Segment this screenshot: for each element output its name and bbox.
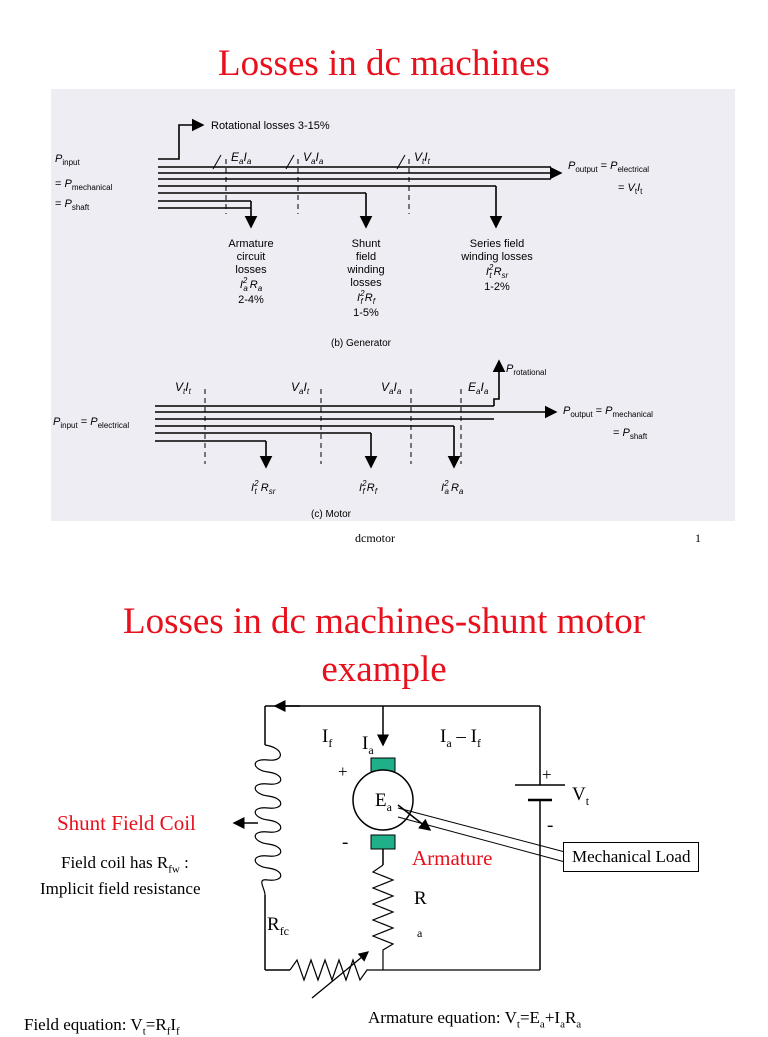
label-if: If — [322, 726, 333, 750]
motor-tap-vaia: VaIa — [381, 380, 402, 396]
gen-output-1: Poutput = Pelectrical — [568, 160, 649, 174]
field-note-1: Field coil has Rfw : — [61, 853, 189, 876]
svg-text:field: field — [356, 251, 376, 263]
gen-tap-vtit: VtIt — [414, 150, 431, 166]
svg-text:Series field: Series field — [470, 238, 524, 250]
footer-label: dcmotor — [355, 531, 395, 545]
svg-text:2-4%: 2-4% — [238, 294, 264, 306]
motor-tap-vtit: VtIt — [175, 380, 192, 396]
gen-input-2: = Pmechanical — [55, 178, 113, 192]
gen-output-2: = VtIt — [618, 182, 643, 196]
gen-rotational-label: Rotational losses 3-15% — [211, 120, 330, 132]
motor-tap-eaia: EaIa — [468, 380, 489, 396]
motor-input: Pinput = Pelectrical — [53, 416, 129, 430]
motor-caption: (c) Motor — [311, 509, 352, 520]
gen-tap-vaia: VaIa — [303, 150, 324, 166]
slide2-title-line2: example — [321, 649, 447, 690]
field-rheostat — [289, 958, 540, 982]
label-r: R — [414, 888, 427, 909]
gen-tap-eaia: EaIa — [231, 150, 252, 166]
armature-resistor — [371, 864, 395, 970]
armature-rotor — [352, 769, 414, 831]
generator-diagram: Pinput = Pmechanical = Pshaft Rotational… — [55, 118, 649, 349]
label-vt: Vt — [572, 784, 590, 808]
field-note-2: Implicit field resistance — [40, 879, 201, 898]
plus-battery: + — [542, 765, 552, 784]
minus-battery: - — [547, 815, 554, 836]
motor-diagram: Pinput = Pelectrical Protational VtIt Va… — [53, 359, 653, 520]
slide1-title: Losses in dc machines — [218, 43, 550, 84]
field-coil — [254, 744, 282, 896]
svg-text:Armature: Armature — [228, 238, 273, 250]
brush-bottom — [370, 834, 396, 850]
shunt-field-coil-label: Shunt Field Coil — [57, 811, 196, 835]
minus-armature: - — [342, 832, 349, 853]
svg-text:losses: losses — [350, 277, 382, 289]
page-number: 1 — [695, 531, 701, 545]
motor-tap-vait: VaIt — [291, 380, 310, 396]
svg-text:losses: losses — [235, 264, 267, 276]
field-equation: Field equation: Vt=RfIf — [24, 1015, 180, 1037]
losses-figure: Pinput = Pmechanical = Pshaft Rotational… — [51, 89, 735, 521]
svg-text:winding: winding — [346, 264, 384, 276]
gen-input-3: = Pshaft — [55, 198, 90, 212]
motor-rotational: Protational — [506, 363, 546, 377]
label-rfc: Rfc — [267, 914, 290, 938]
svg-text:Shunt: Shunt — [352, 238, 381, 250]
gen-caption: (b) Generator — [331, 338, 392, 349]
plus-armature: + — [338, 762, 348, 781]
svg-text:1-5%: 1-5% — [353, 307, 379, 319]
armature-label: Armature — [412, 846, 493, 870]
motor-output-1: Poutput = Pmechanical — [563, 405, 653, 419]
slide2-title-line1: Losses in dc machines-shunt motor — [122, 601, 646, 642]
svg-text:winding losses: winding losses — [460, 251, 533, 263]
svg-text:circuit: circuit — [237, 251, 266, 263]
label-ia: Ia — [362, 733, 374, 757]
gen-input-1: Pinput — [55, 153, 80, 167]
label-ia-minus-if: Ia – If — [440, 726, 481, 750]
label-a: a — [417, 926, 423, 940]
svg-text:1-2%: 1-2% — [484, 281, 510, 293]
power-flow-diagram: Pinput = Pmechanical = Pshaft Rotational… — [53, 118, 653, 520]
shunt-motor-circuit — [232, 700, 566, 999]
armature-equation: Armature equation: Vt=Ea+IaRa — [368, 1008, 582, 1031]
label-ea: Ea — [375, 790, 392, 814]
mechanical-load-box: Mechanical Load — [563, 842, 700, 872]
motor-output-2: = Pshaft — [613, 427, 648, 441]
